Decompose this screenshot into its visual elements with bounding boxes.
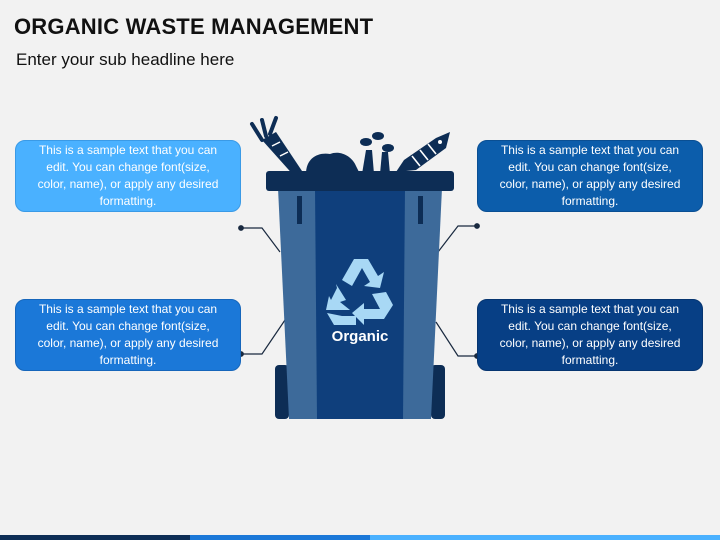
text-box-top-right-text: This is a sample text that you can edit.… (499, 143, 681, 208)
text-box-top-left[interactable]: This is a sample text that you can edit.… (15, 140, 241, 212)
waste-items (250, 116, 450, 178)
text-box-bottom-left-text: This is a sample text that you can edit.… (37, 302, 219, 367)
connector-lines (238, 223, 480, 359)
recycle-icon (326, 259, 393, 325)
connector-top-left (241, 227, 281, 253)
bin-front-panel (315, 188, 405, 419)
text-box-top-right[interactable]: This is a sample text that you can edit.… (477, 140, 703, 212)
text-box-bottom-right-text: This is a sample text that you can edit.… (499, 302, 681, 367)
connector-bottom-left (241, 319, 286, 355)
connector-bottom-right (435, 321, 477, 357)
text-box-top-left-text: This is a sample text that you can edit.… (37, 143, 219, 208)
bin-lid (266, 171, 454, 191)
text-box-bottom-right[interactable]: This is a sample text that you can edit.… (477, 299, 703, 371)
connector-top-right (437, 225, 477, 253)
carrot-icon (250, 116, 304, 178)
waste-bin (266, 171, 454, 419)
text-box-bottom-left[interactable]: This is a sample text that you can edit.… (15, 299, 241, 371)
wheel-right (431, 365, 445, 419)
bin-label: Organic (331, 328, 389, 345)
footer-color-bar (0, 535, 720, 540)
page-title: ORGANIC WASTE MANAGEMENT (14, 14, 374, 39)
fish-bone-icon (396, 132, 450, 172)
compost-icon (306, 152, 360, 174)
page-subtitle: Enter your sub headline here (16, 50, 235, 69)
sprout-icon (360, 132, 394, 174)
wheel-left (275, 365, 289, 419)
